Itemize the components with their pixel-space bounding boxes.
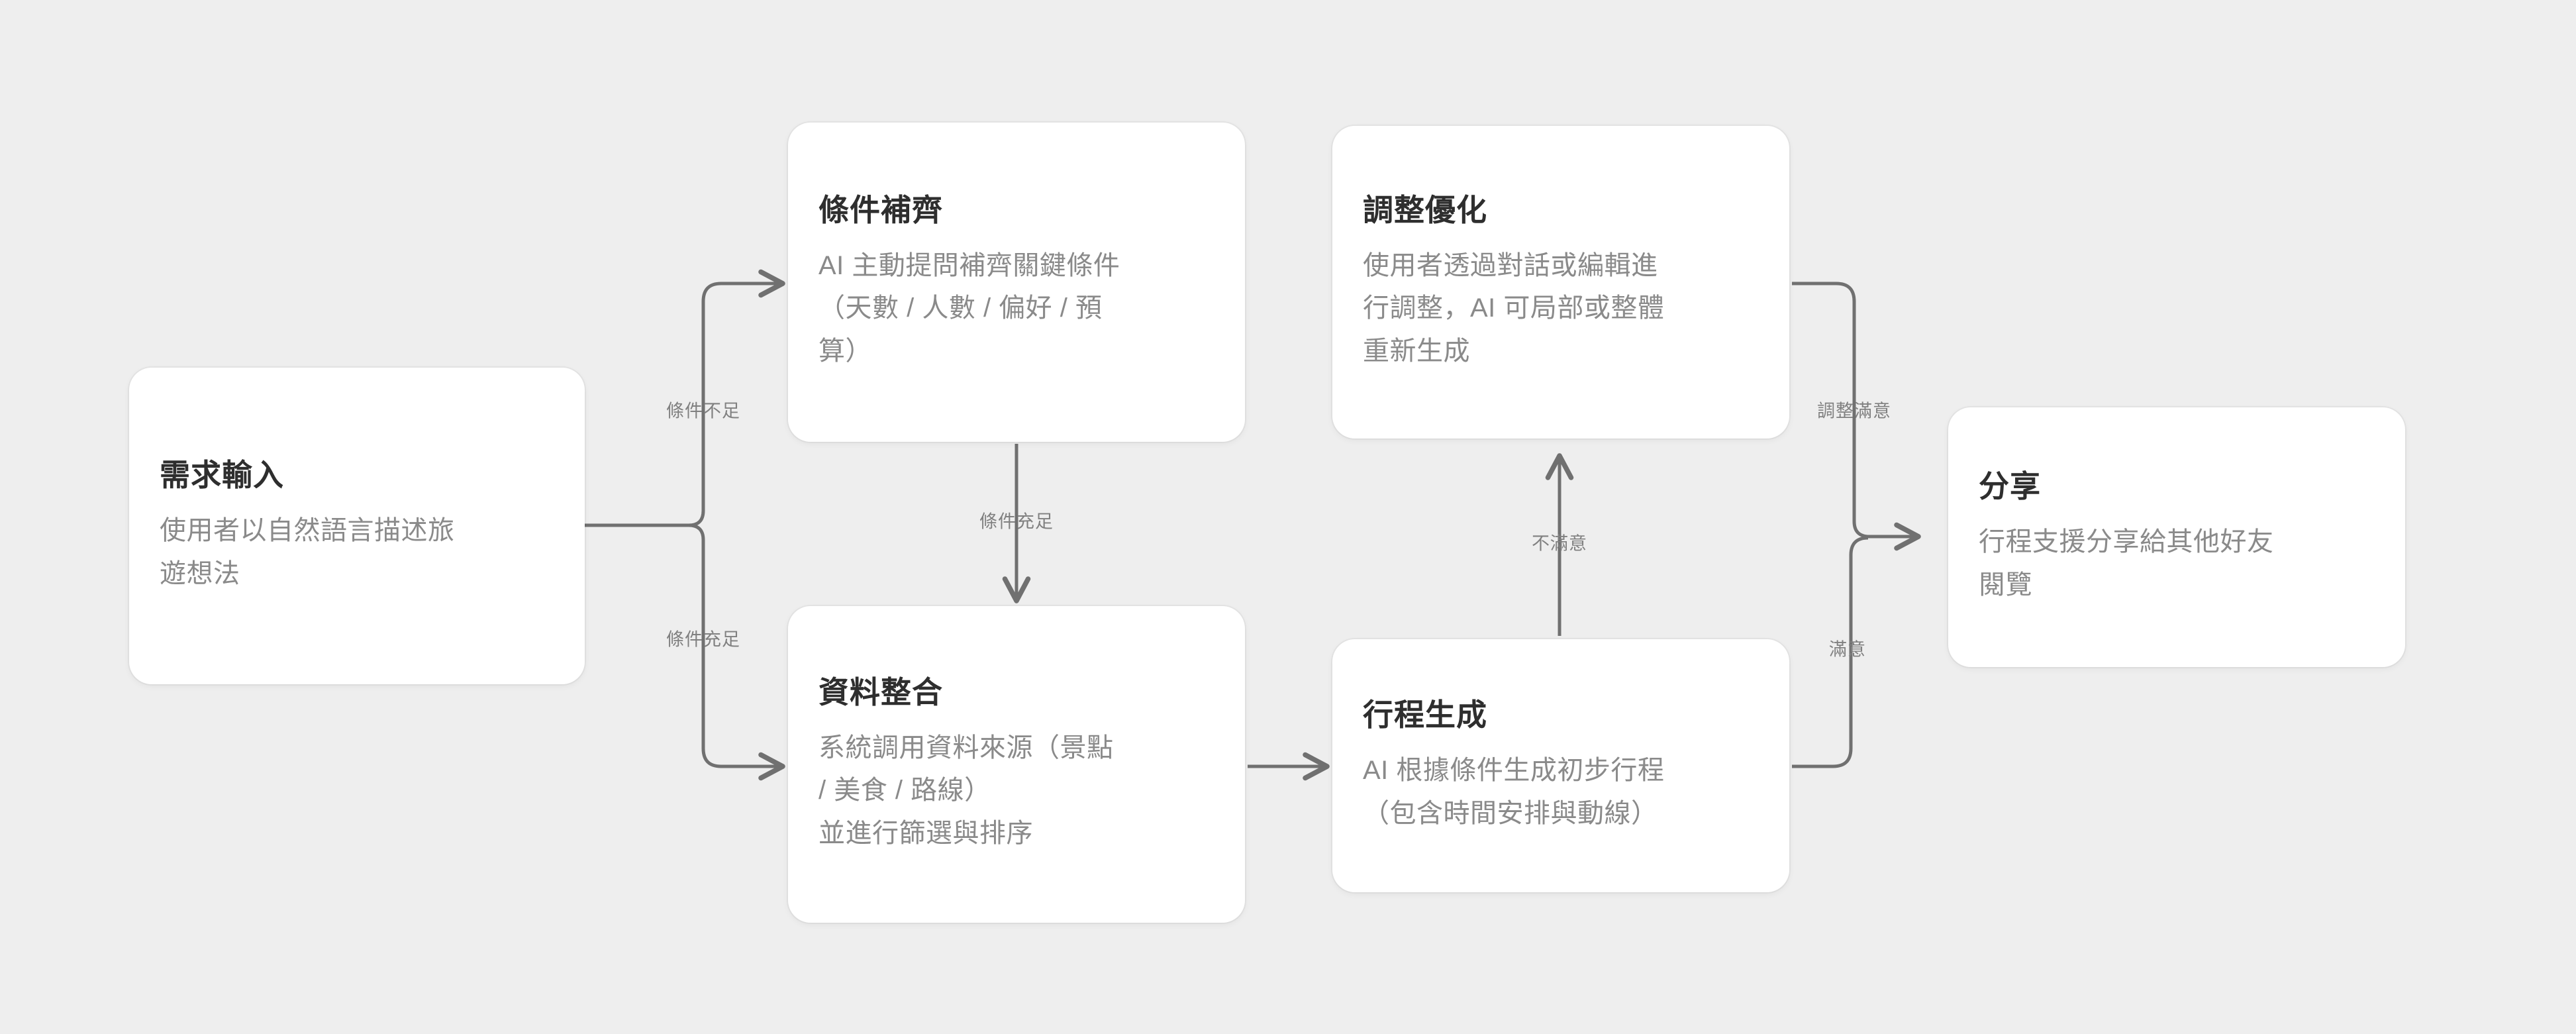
node-conditions-description: AI 主動提問補齊關鍵條件 （天數 / 人數 / 偏好 / 預 算） xyxy=(818,250,1120,366)
node-conditions[interactable]: 條件補齊 AI 主動提問補齊關鍵條件 （天數 / 人數 / 偏好 / 預 算） xyxy=(788,123,1245,442)
edge-label-adjustment-satisfied: 調整滿意 xyxy=(1817,401,1891,421)
edge-label-unsatisfied: 不滿意 xyxy=(1532,533,1587,554)
edge-label-condition-insufficient: 條件不足 xyxy=(666,401,740,421)
node-demand[interactable]: 需求輸入 使用者以自然語言描述旅 遊想法 xyxy=(129,368,585,684)
edge-label-condition-sufficient-direct: 條件充足 xyxy=(666,629,740,650)
edge-label-satisfied: 滿意 xyxy=(1829,639,1866,660)
node-data-integration[interactable]: 資料整合 系統調用資料來源（景點 / 美食 / 路線） 並進行篩選與排序 xyxy=(788,606,1245,923)
node-conditions-title: 條件補齊 xyxy=(818,193,943,228)
node-share[interactable]: 分享 行程支援分享給其他好友 閱覽 xyxy=(1948,407,2405,667)
node-share-title: 分享 xyxy=(1979,469,2041,504)
node-optimize-title: 調整優化 xyxy=(1363,193,1487,228)
node-demand-description: 使用者以自然語言描述旅 遊想法 xyxy=(160,515,455,588)
node-itinerary-title: 行程生成 xyxy=(1363,698,1487,733)
node-data-integration-title: 資料整合 xyxy=(818,675,943,710)
node-data-integration-description: 系統調用資料來源（景點 / 美食 / 路線） 並進行篩選與排序 xyxy=(818,733,1114,849)
node-demand-title: 需求輸入 xyxy=(160,458,284,493)
node-share-description: 行程支援分享給其他好友 閱覽 xyxy=(1979,527,2274,599)
edge-label-condition-sufficient-after-fill: 條件充足 xyxy=(979,511,1054,532)
node-optimize-description: 使用者透過對話或編輯進 行調整，AI 可局部或整體 重新生成 xyxy=(1363,250,1665,366)
node-itinerary-description: AI 根據條件生成初步行程 （包含時間安排與動線） xyxy=(1363,755,1665,828)
node-itinerary[interactable]: 行程生成 AI 根據條件生成初步行程 （包含時間安排與動線） xyxy=(1332,639,1789,892)
node-optimize[interactable]: 調整優化 使用者透過對話或編輯進 行調整，AI 可局部或整體 重新生成 xyxy=(1332,126,1789,439)
